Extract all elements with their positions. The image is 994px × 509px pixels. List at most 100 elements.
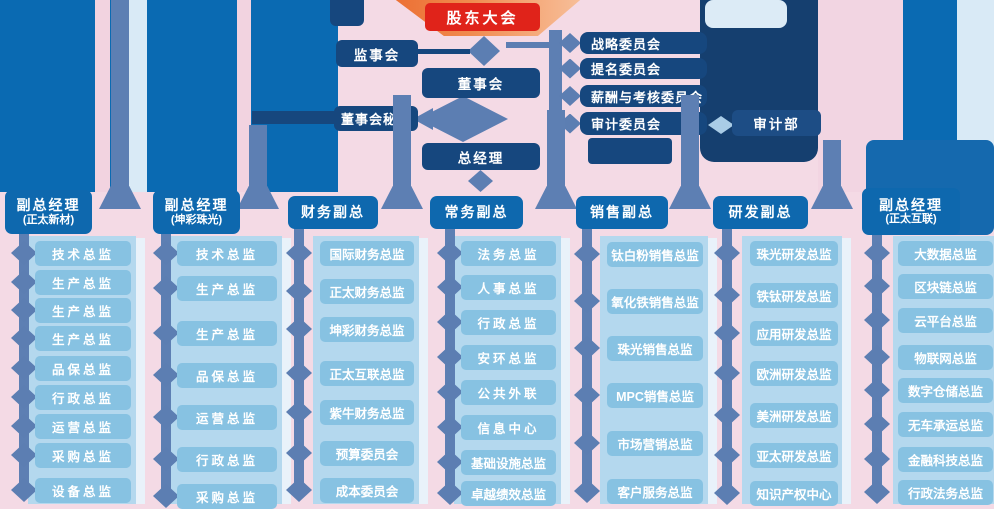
general-manager-label: 总经理 <box>457 150 505 166</box>
department-box: 采购总监 <box>177 484 277 509</box>
department-box: 设备总监 <box>35 478 131 503</box>
department-label: 公共外联 <box>477 387 540 401</box>
department-label: 知识产权中心 <box>756 488 832 502</box>
department-box: 安环总监 <box>461 345 556 370</box>
department-box: 品保总监 <box>35 356 131 381</box>
department-box: 运营总监 <box>35 414 131 439</box>
decor-pillar-flare-3 <box>381 186 423 209</box>
department-box: 物联网总监 <box>898 345 993 370</box>
department-label: 欧洲研发总监 <box>756 368 832 382</box>
department-label: 珠光研发总监 <box>756 248 832 262</box>
department-label: 运营总监 <box>51 421 114 435</box>
department-label: 采购总监 <box>51 450 114 464</box>
vp-title: 研发副总 <box>728 204 793 221</box>
connector-diamond-department <box>714 443 740 467</box>
department-box: 美洲研发总监 <box>750 403 838 428</box>
shareholders-meeting-box: 股东大会 <box>425 3 540 31</box>
connector-diamond-department <box>864 447 890 471</box>
department-box: 成本委员会 <box>320 478 414 503</box>
department-label: 卓越绩效总监 <box>470 488 546 502</box>
department-label: 美洲研发总监 <box>756 410 832 424</box>
department-label: 应用研发总监 <box>756 328 832 342</box>
department-box: 生产总监 <box>35 270 131 295</box>
department-label: 成本委员会 <box>335 485 399 499</box>
vp-title: 财务副总 <box>301 204 365 221</box>
department-box: 技术总监 <box>177 241 277 266</box>
connector-diamond-audit-dept <box>708 116 734 134</box>
vp-subtitle: (坤彩珠光) <box>170 213 223 226</box>
department-label: 区块链总监 <box>914 281 977 295</box>
department-box: 基础设施总监 <box>461 450 556 475</box>
connector-diamond-department <box>864 412 890 436</box>
connector-column-line <box>722 226 732 493</box>
department-box: 大数据总监 <box>898 241 993 266</box>
department-label: 品保总监 <box>51 363 114 377</box>
department-label: 正太互联总监 <box>329 368 405 382</box>
department-box: 生产总监 <box>35 326 131 351</box>
department-box: 正太互联总监 <box>320 361 414 386</box>
department-label: 行政法务总监 <box>907 487 983 501</box>
connector-diamond-department <box>574 289 600 313</box>
decor-pillar-flare-4 <box>535 186 577 209</box>
decor-pillar-5 <box>681 95 699 188</box>
supervisory-board-label: 监事会 <box>353 47 401 63</box>
committee-box: 审计委员会 <box>580 112 707 135</box>
connector-diamond-department <box>864 345 890 369</box>
vp-subtitle: (正太互联) <box>885 213 937 226</box>
department-label: 国际财务总监 <box>329 248 405 262</box>
general-manager-box: 总经理 <box>422 143 540 170</box>
vp-subtitle: (正太新材) <box>22 213 75 226</box>
committee-label: 战略委员会 <box>591 36 662 52</box>
department-label: 物联网总监 <box>914 352 977 366</box>
department-box: 人事总监 <box>461 275 556 300</box>
department-label: 行政总监 <box>195 454 258 468</box>
department-label: 大数据总监 <box>914 248 977 262</box>
committee-box: 战略委员会 <box>580 32 707 54</box>
department-box: 铁钛研发总监 <box>750 283 838 308</box>
department-label: 生产总监 <box>195 328 258 342</box>
department-label: 行政总监 <box>51 392 114 406</box>
board-label: 董事会 <box>457 77 505 92</box>
connector-diamond-department <box>864 274 890 298</box>
department-label: 行政总监 <box>477 317 540 331</box>
decor-right-pale-topbox <box>705 0 787 28</box>
department-label: 运营总监 <box>195 412 258 426</box>
vp-title: 副总经理 <box>16 197 81 213</box>
committee-box: 提名委员会 <box>580 58 707 79</box>
connector-diamond-department <box>574 431 600 455</box>
department-box: 金融科技总监 <box>898 447 993 472</box>
department-box: 欧洲研发总监 <box>750 361 838 386</box>
department-box: 无车承运总监 <box>898 412 993 437</box>
department-label: 技术总监 <box>51 248 114 262</box>
decor-navy-blob-committees <box>588 138 672 164</box>
decor-navy-chip <box>330 0 364 26</box>
department-box: 品保总监 <box>177 363 277 388</box>
department-label: 安环总监 <box>477 352 540 366</box>
decor-streak <box>842 238 851 504</box>
connector-diamond-department <box>864 480 890 504</box>
department-label: 采购总监 <box>195 491 258 505</box>
department-box: 运营总监 <box>177 405 277 430</box>
department-label: 云平台总监 <box>914 315 977 329</box>
department-box: 氧化铁销售总监 <box>607 289 703 314</box>
connector-diamond-department <box>574 242 600 266</box>
department-label: 预算委员会 <box>335 448 399 462</box>
department-label: 生产总监 <box>195 283 258 297</box>
connector-diamond-department <box>714 361 740 385</box>
department-label: 钛白粉销售总监 <box>611 249 699 263</box>
department-box: 行政法务总监 <box>898 480 993 505</box>
department-label: 设备总监 <box>51 485 114 499</box>
decor-pillar-2 <box>249 125 267 188</box>
decor-secretary-line <box>252 111 338 124</box>
department-box: MPC销售总监 <box>607 383 703 408</box>
connector-diamond-committee <box>559 33 581 53</box>
decor-pillar-flare-1 <box>99 186 141 209</box>
decor-left-blue-block <box>0 0 338 192</box>
department-label: 无车承运总监 <box>907 419 983 433</box>
board-box: 董事会 <box>422 68 540 98</box>
department-label: 市场营销总监 <box>617 438 693 452</box>
department-label: 生产总监 <box>51 305 114 319</box>
decor-streak <box>136 238 145 504</box>
department-label: 铁钛研发总监 <box>756 290 832 304</box>
connector-diamond-department <box>714 241 740 265</box>
